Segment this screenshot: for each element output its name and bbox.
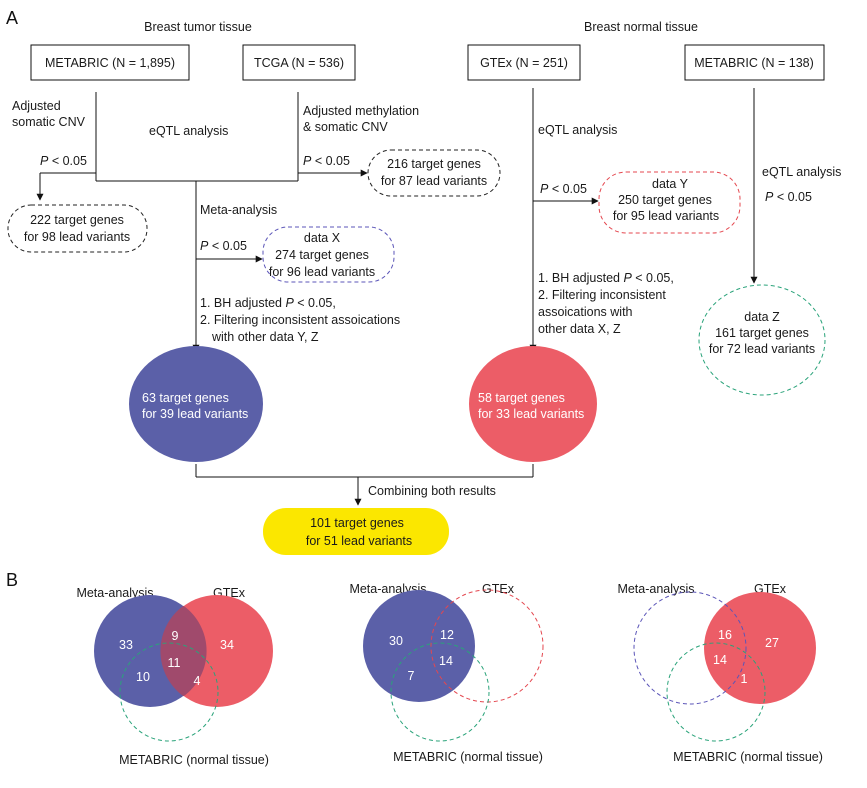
metabric-tumor-result-1: 222 target genes xyxy=(30,213,124,227)
combined-result-2: for 51 lead variants xyxy=(306,534,412,548)
venn3-meta-gtex: 16 xyxy=(718,628,732,642)
venn1-overlap xyxy=(160,605,207,697)
venn2-meta-only: 30 xyxy=(389,634,403,648)
venn1-gtex-metabric: 4 xyxy=(194,674,201,688)
combining-text: Combining both results xyxy=(368,484,496,498)
data-y-title: data Y xyxy=(652,177,689,191)
data-y-genes: 250 target genes xyxy=(618,193,712,207)
data-x-box xyxy=(262,226,395,283)
venn3-gtex-circle xyxy=(704,592,816,704)
venn-1: Meta-analysis GTEx 33 9 34 11 10 4 METAB… xyxy=(76,586,273,767)
venn1-gtex-only: 34 xyxy=(220,638,234,652)
metabric-tumor-result-box xyxy=(7,204,148,253)
venn3-gtex-only: 27 xyxy=(765,636,779,650)
venn1-meta-label: Meta-analysis xyxy=(76,586,153,600)
adjusted-cnv-text-2: somatic CNV xyxy=(12,115,86,129)
data-z-circle xyxy=(698,284,826,396)
filter-right-2: assoications with xyxy=(538,305,633,319)
normal-tissue-header: Breast normal tissue xyxy=(584,20,698,34)
bh-right-text: 1. BH adjusted P < 0.05, xyxy=(538,271,674,285)
adjusted-cnv-text-1: Adjusted xyxy=(12,99,61,113)
combined-result-box xyxy=(263,508,449,555)
normal-final-2: for 33 lead variants xyxy=(478,407,584,421)
venn1-meta-only: 33 xyxy=(119,638,133,652)
normal-final-circle xyxy=(469,346,597,462)
tcga-p-text: P < 0.05 xyxy=(303,154,350,168)
tumor-final-1: 63 target genes xyxy=(142,391,229,405)
filter-right-1: 2. Filtering inconsistent xyxy=(538,288,666,302)
tumor-final-circle xyxy=(129,346,263,462)
metabric-tumor-label: METABRIC (N = 1,895) xyxy=(45,56,175,70)
venn2-metabric-circle xyxy=(390,642,490,742)
gtex-label: GTEx (N = 251) xyxy=(480,56,568,70)
metabric-normal-eqtl-text: eQTL analysis xyxy=(762,165,841,179)
data-z-genes: 161 target genes xyxy=(715,326,809,340)
venn1-metabric-circle xyxy=(119,642,219,742)
metabric-tumor-p-text: P < 0.05 xyxy=(40,154,87,168)
venn2-meta-gtex: 12 xyxy=(440,628,454,642)
panel-b-label: B xyxy=(6,570,18,590)
gtex-eqtl-text: eQTL analysis xyxy=(538,123,617,137)
data-y-box xyxy=(598,171,741,234)
tcga-result-1: 216 target genes xyxy=(387,157,481,171)
filter-left-1: 2. Filtering inconsistent assoications xyxy=(200,313,400,327)
bh-left-text: 1. BH adjusted P < 0.05, xyxy=(200,296,336,310)
data-z-variants: for 72 lead variants xyxy=(709,342,815,356)
data-y-p-text: P < 0.05 xyxy=(540,182,587,196)
venn1-meta-gtex: 9 xyxy=(172,629,179,643)
venn3-metabric-label: METABRIC (normal tissue) xyxy=(673,750,823,764)
venn3-gtex-metabric: 1 xyxy=(741,672,748,686)
data-x-variants: for 96 lead variants xyxy=(269,265,375,279)
venn2-gtex-label: GTEx xyxy=(482,582,515,596)
normal-final-1: 58 target genes xyxy=(478,391,565,405)
tumor-final-2: for 39 lead variants xyxy=(142,407,248,421)
venn-2: Meta-analysis GTEx 30 12 14 7 METABRIC (… xyxy=(349,582,544,764)
venn3-meta-label: Meta-analysis xyxy=(617,582,694,596)
venn1-meta-metabric: 10 xyxy=(136,670,150,684)
panel-a-label: A xyxy=(6,8,18,28)
metabric-normal-p-text: P < 0.05 xyxy=(765,190,812,204)
adjusted-methylation-text-2: & somatic CNV xyxy=(303,120,388,134)
tcga-result-2: for 87 lead variants xyxy=(381,174,487,188)
venn3-metabric-circle xyxy=(666,642,766,742)
tumor-eqtl-text: eQTL analysis xyxy=(149,124,228,138)
venn-3: Meta-analysis GTEx 16 27 14 1 METABRIC (… xyxy=(617,582,822,764)
tumor-tissue-header: Breast tumor tissue xyxy=(144,20,252,34)
tcga-box xyxy=(242,44,356,81)
data-y-variants: for 95 lead variants xyxy=(613,209,719,223)
data-z-title: data Z xyxy=(744,310,780,324)
venn2-meta-metabric: 7 xyxy=(408,669,415,683)
tcga-result-box xyxy=(367,149,501,197)
filter-left-2: with other data Y, Z xyxy=(211,330,319,344)
venn1-metabric-label: METABRIC (normal tissue) xyxy=(119,753,269,767)
venn3-all-three: 14 xyxy=(713,653,727,667)
filter-right-3: other data X, Z xyxy=(538,322,621,336)
venn2-meta-circle xyxy=(363,590,475,702)
metabric-normal-box xyxy=(684,44,825,81)
adjusted-methylation-text-1: Adjusted methylation xyxy=(303,104,419,118)
combined-result-1: 101 target genes xyxy=(310,516,404,530)
venn2-metabric-label: METABRIC (normal tissue) xyxy=(393,750,543,764)
metabric-normal-label: METABRIC (N = 138) xyxy=(694,56,814,70)
metabric-tumor-box xyxy=(30,44,190,81)
data-x-genes: 274 target genes xyxy=(275,248,369,262)
meta-analysis-text: Meta-analysis xyxy=(200,203,277,217)
venn2-all-three: 14 xyxy=(439,654,453,668)
data-x-title: data X xyxy=(304,231,341,245)
venn1-all-three: 11 xyxy=(168,656,181,670)
gtex-box xyxy=(467,44,581,81)
venn3-meta-circle xyxy=(633,591,747,705)
venn2-gtex-circle xyxy=(430,589,544,703)
data-x-p-text: P < 0.05 xyxy=(200,239,247,253)
tcga-label: TCGA (N = 536) xyxy=(254,56,344,70)
metabric-tumor-result-2: for 98 lead variants xyxy=(24,230,130,244)
